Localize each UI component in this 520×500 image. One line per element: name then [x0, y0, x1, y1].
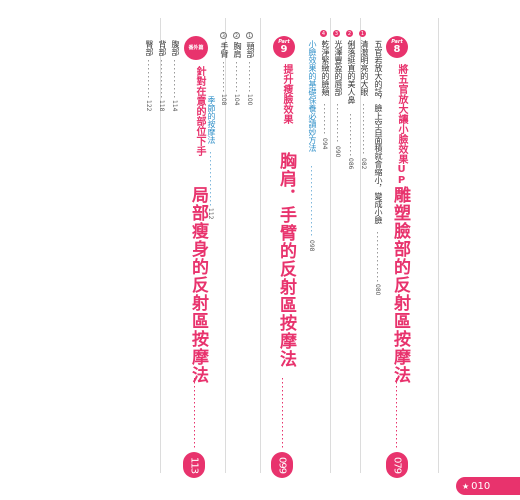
- part8-item-2: 清澈明亮的大眼: [360, 40, 369, 96]
- extra-title: 局部瘦身的反射區按摩法: [188, 186, 208, 384]
- extra-item-1: 腹部: [171, 40, 180, 56]
- part8-item-5-leader: [324, 104, 325, 136]
- part9-item-2-bullet: 2: [233, 32, 240, 39]
- divider-line: [160, 18, 161, 473]
- extra-item-2-leader: [161, 60, 162, 98]
- part8-item-4-page: 090: [334, 146, 341, 158]
- part8-item-1-leader: [377, 232, 378, 282]
- part8-item-5-bullet: 4: [320, 30, 327, 37]
- extra-item-2-page: 118: [158, 100, 165, 112]
- part9-intro-item: 小臉效果的基礎保養必讀妙方法: [308, 40, 317, 152]
- extra-item-1-leader: [174, 60, 175, 98]
- part8-item-1-page: 080: [374, 284, 381, 296]
- extra-item-3: 臀部: [145, 40, 154, 56]
- part9-item-1-page: 100: [246, 94, 253, 106]
- part9-item-1: 頸部: [246, 42, 255, 58]
- extra-item-3-page: 122: [145, 100, 152, 112]
- extra-title-leader: [194, 378, 195, 450]
- extra-intro-page: 112: [207, 208, 214, 220]
- divider-line: [360, 18, 361, 473]
- part8-title-leader: [396, 378, 397, 450]
- extra-intro-leader: [210, 152, 211, 206]
- part8-item-4: 光澤豐盈的唇部: [334, 40, 343, 96]
- extra-item-3-leader: [148, 60, 149, 98]
- part8-title: 雕塑臉部的反射區按摩法: [390, 186, 410, 384]
- part9-item-1-bullet: 1: [246, 32, 253, 39]
- part8-badge-word: Part: [391, 38, 403, 45]
- divider-line: [330, 18, 331, 473]
- part9-item-3-page: 108: [220, 94, 227, 106]
- extra-subtitle: 針對在意的部位下手: [194, 66, 205, 156]
- part9-item-3-bullet: 3: [220, 32, 227, 39]
- divider-line: [225, 18, 226, 473]
- part8-item-3-bullet: 2: [346, 30, 353, 37]
- part9-item-2-leader: [236, 62, 237, 92]
- part8-item-4-leader: [337, 104, 338, 144]
- part9-title-leader: [282, 378, 283, 450]
- part9-item-2: 胸肩: [233, 42, 242, 58]
- part8-item-4-bullet: 3: [333, 30, 340, 37]
- extra-page-number: 113: [183, 452, 205, 478]
- part8-item-3-page: 086: [347, 158, 354, 170]
- part9-item-2-page: 104: [233, 94, 240, 106]
- star-icon: ★: [462, 481, 470, 491]
- part9-badge-number: 9: [280, 43, 288, 55]
- extra-item-2: 背部: [158, 40, 167, 56]
- part8-page-number: 079: [386, 452, 408, 478]
- part9-badge: Part 9: [273, 36, 295, 58]
- part8-item-1: 五官若放大的話，臉上空白面積就會縮小，變成小臉: [374, 40, 383, 224]
- part9-subtitle: 提升瘦臉效果: [281, 64, 292, 124]
- part8-item-5: 乾淨緊緻的臉頰: [321, 40, 330, 96]
- footer-page-number: 010: [471, 480, 491, 492]
- part9-intro-leader: [311, 166, 312, 236]
- part8-subtitle: 將五官放大讓小臉效果UP: [396, 64, 407, 186]
- part8-badge: Part 8: [386, 36, 408, 58]
- part8-item-3-leader: [350, 114, 351, 156]
- part8-item-2-leader: [363, 104, 364, 156]
- part9-badge-word: Part: [278, 38, 290, 45]
- part9-page-number: 099: [271, 452, 293, 478]
- divider-line: [260, 18, 261, 473]
- part9-item-3-leader: [223, 62, 224, 92]
- extra-badge-label: 番外篇: [188, 44, 204, 51]
- part9-item-1-leader: [249, 62, 250, 92]
- extra-intro-item: 季節的按摩法: [207, 96, 216, 144]
- part9-intro-page: 098: [308, 240, 315, 252]
- part9-title: 胸肩．手臂的反射區按摩法: [276, 152, 296, 368]
- part8-item-2-bullet: 1: [359, 30, 366, 37]
- part8-item-3: 俐落挺直的美人鼻: [347, 40, 356, 104]
- divider-line: [438, 18, 439, 473]
- extra-badge: 番外篇: [184, 36, 208, 60]
- part8-item-2-page: 082: [360, 158, 367, 170]
- extra-item-1-page: 114: [171, 100, 178, 112]
- part8-item-5-page: 094: [321, 138, 328, 150]
- part8-badge-number: 8: [393, 43, 401, 55]
- part9-item-3: 手臂: [220, 42, 229, 58]
- footer-page-tab: ★ 010: [456, 477, 520, 495]
